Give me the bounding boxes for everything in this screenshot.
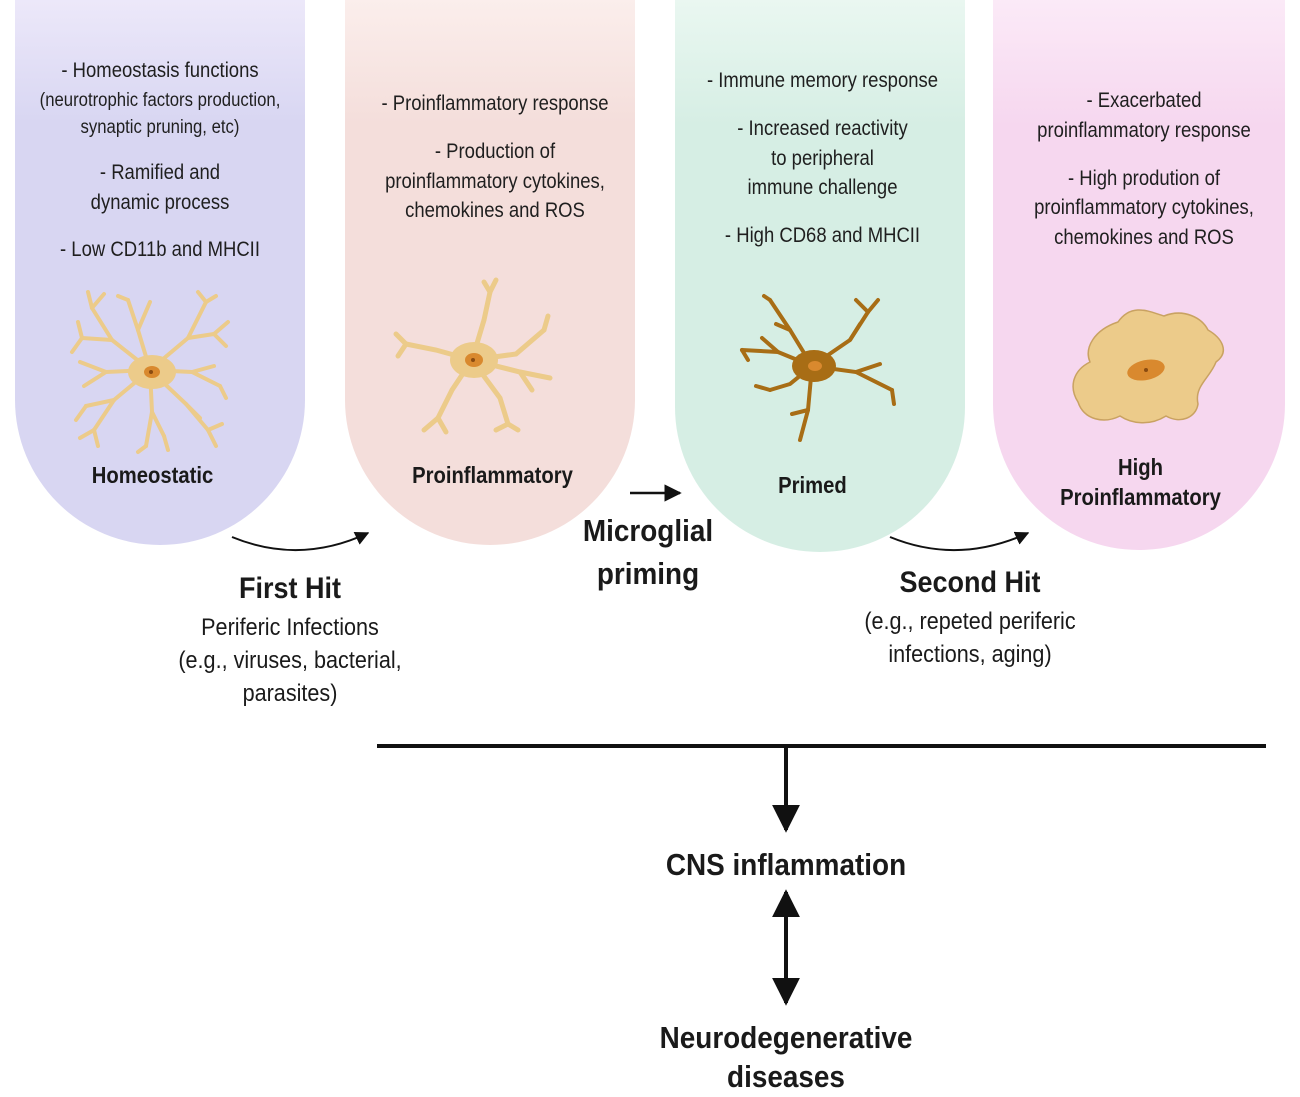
stage-label-homeostatic: Homeostatic (91, 462, 214, 488)
stage-pill-proinflammatory (345, 0, 635, 545)
bullet-text: - Ramified and (99, 160, 221, 184)
cell-nucleus (808, 361, 822, 371)
bullet-text: proinflammatory response (1037, 118, 1251, 142)
priming-line: priming (596, 556, 700, 592)
stage-pill-homeostatic (15, 0, 305, 545)
bullet-text: - Increased reactivity (737, 116, 908, 140)
stage-label-high-proinflammatory: High Proinflammatory (1011, 452, 1271, 513)
bullet-text: - Homeostasis functions (61, 59, 259, 82)
outcome-line: Neurodegenerative (659, 1020, 913, 1055)
first-hit-description: Periferic Infections (e.g., viruses, bac… (155, 611, 425, 710)
bullet-text: - Exacerbated (1086, 89, 1202, 112)
second-hit-line: infections, aging) (888, 641, 1052, 669)
bullet-text: chemokines and ROS (405, 199, 585, 223)
stage-pill-high-proinflammatory (993, 0, 1285, 550)
bullet-text: immune challenge (747, 176, 898, 200)
first-hit-line: Periferic Infections (201, 614, 379, 641)
stage-label-line: High (1118, 454, 1163, 480)
stage-label-proinflammatory: Proinflammatory (412, 462, 573, 488)
first-hit-line: (e.g., viruses, bacterial, (178, 647, 402, 675)
second-hit-description: (e.g., repeted periferic infections, agi… (835, 605, 1105, 671)
bullet-text: - Production of (434, 139, 556, 163)
bullet-text: proinflammatory cytokines, (1034, 196, 1254, 220)
first-hit-title: First Hit (238, 572, 342, 605)
stage-pill-primed (675, 0, 965, 552)
first-hit-line: parasites) (242, 680, 338, 708)
second-hit-arrow (889, 531, 1030, 552)
bullet-text: - High prodution of (1067, 166, 1221, 190)
bullet-text: dynamic process (90, 190, 230, 214)
stage-label-primed: Primed (778, 472, 847, 498)
bullet-text: (neurotrophic factors production, (39, 89, 281, 111)
neurodegenerative-diseases-label: Neurodegenerative diseases (606, 1019, 966, 1097)
stage-primed-bullets: - Immune memory response - Increased rea… (693, 66, 953, 251)
priming-line: Microglial (582, 513, 714, 548)
stage-high-proinflammatory-bullets: - Exacerbated proinflammatory response -… (1013, 86, 1275, 253)
bullet-text: - Low CD11b and MHCII (60, 238, 260, 262)
second-hit-line: (e.g., repeted periferic (864, 608, 1076, 635)
outcome-line: diseases (727, 1058, 845, 1094)
bullet-text: - Immune memory response (706, 69, 939, 92)
bullet-text: - Proinflammatory response (381, 92, 609, 115)
stage-homeostatic-bullets: - Homeostasis functions (neurotrophic fa… (32, 56, 287, 265)
bullet-text: chemokines and ROS (1054, 226, 1234, 250)
bullet-text: proinflammatory cytokines, (385, 169, 605, 193)
bullet-text: - High CD68 and MHCII (724, 224, 921, 248)
first-hit-arrow (231, 532, 370, 552)
bullet-text: synaptic pruning, etc) (80, 116, 240, 138)
second-hit-title: Second Hit (899, 566, 1041, 599)
microglial-priming-label: Microglial priming (540, 509, 756, 596)
cns-inflammation-label: CNS inflammation (665, 847, 907, 882)
bullet-text: to peripheral (771, 146, 874, 170)
stage-proinflammatory-bullets: - Proinflammatory response - Production … (363, 89, 627, 226)
stage-label-line: Proinflammatory (1060, 484, 1221, 511)
